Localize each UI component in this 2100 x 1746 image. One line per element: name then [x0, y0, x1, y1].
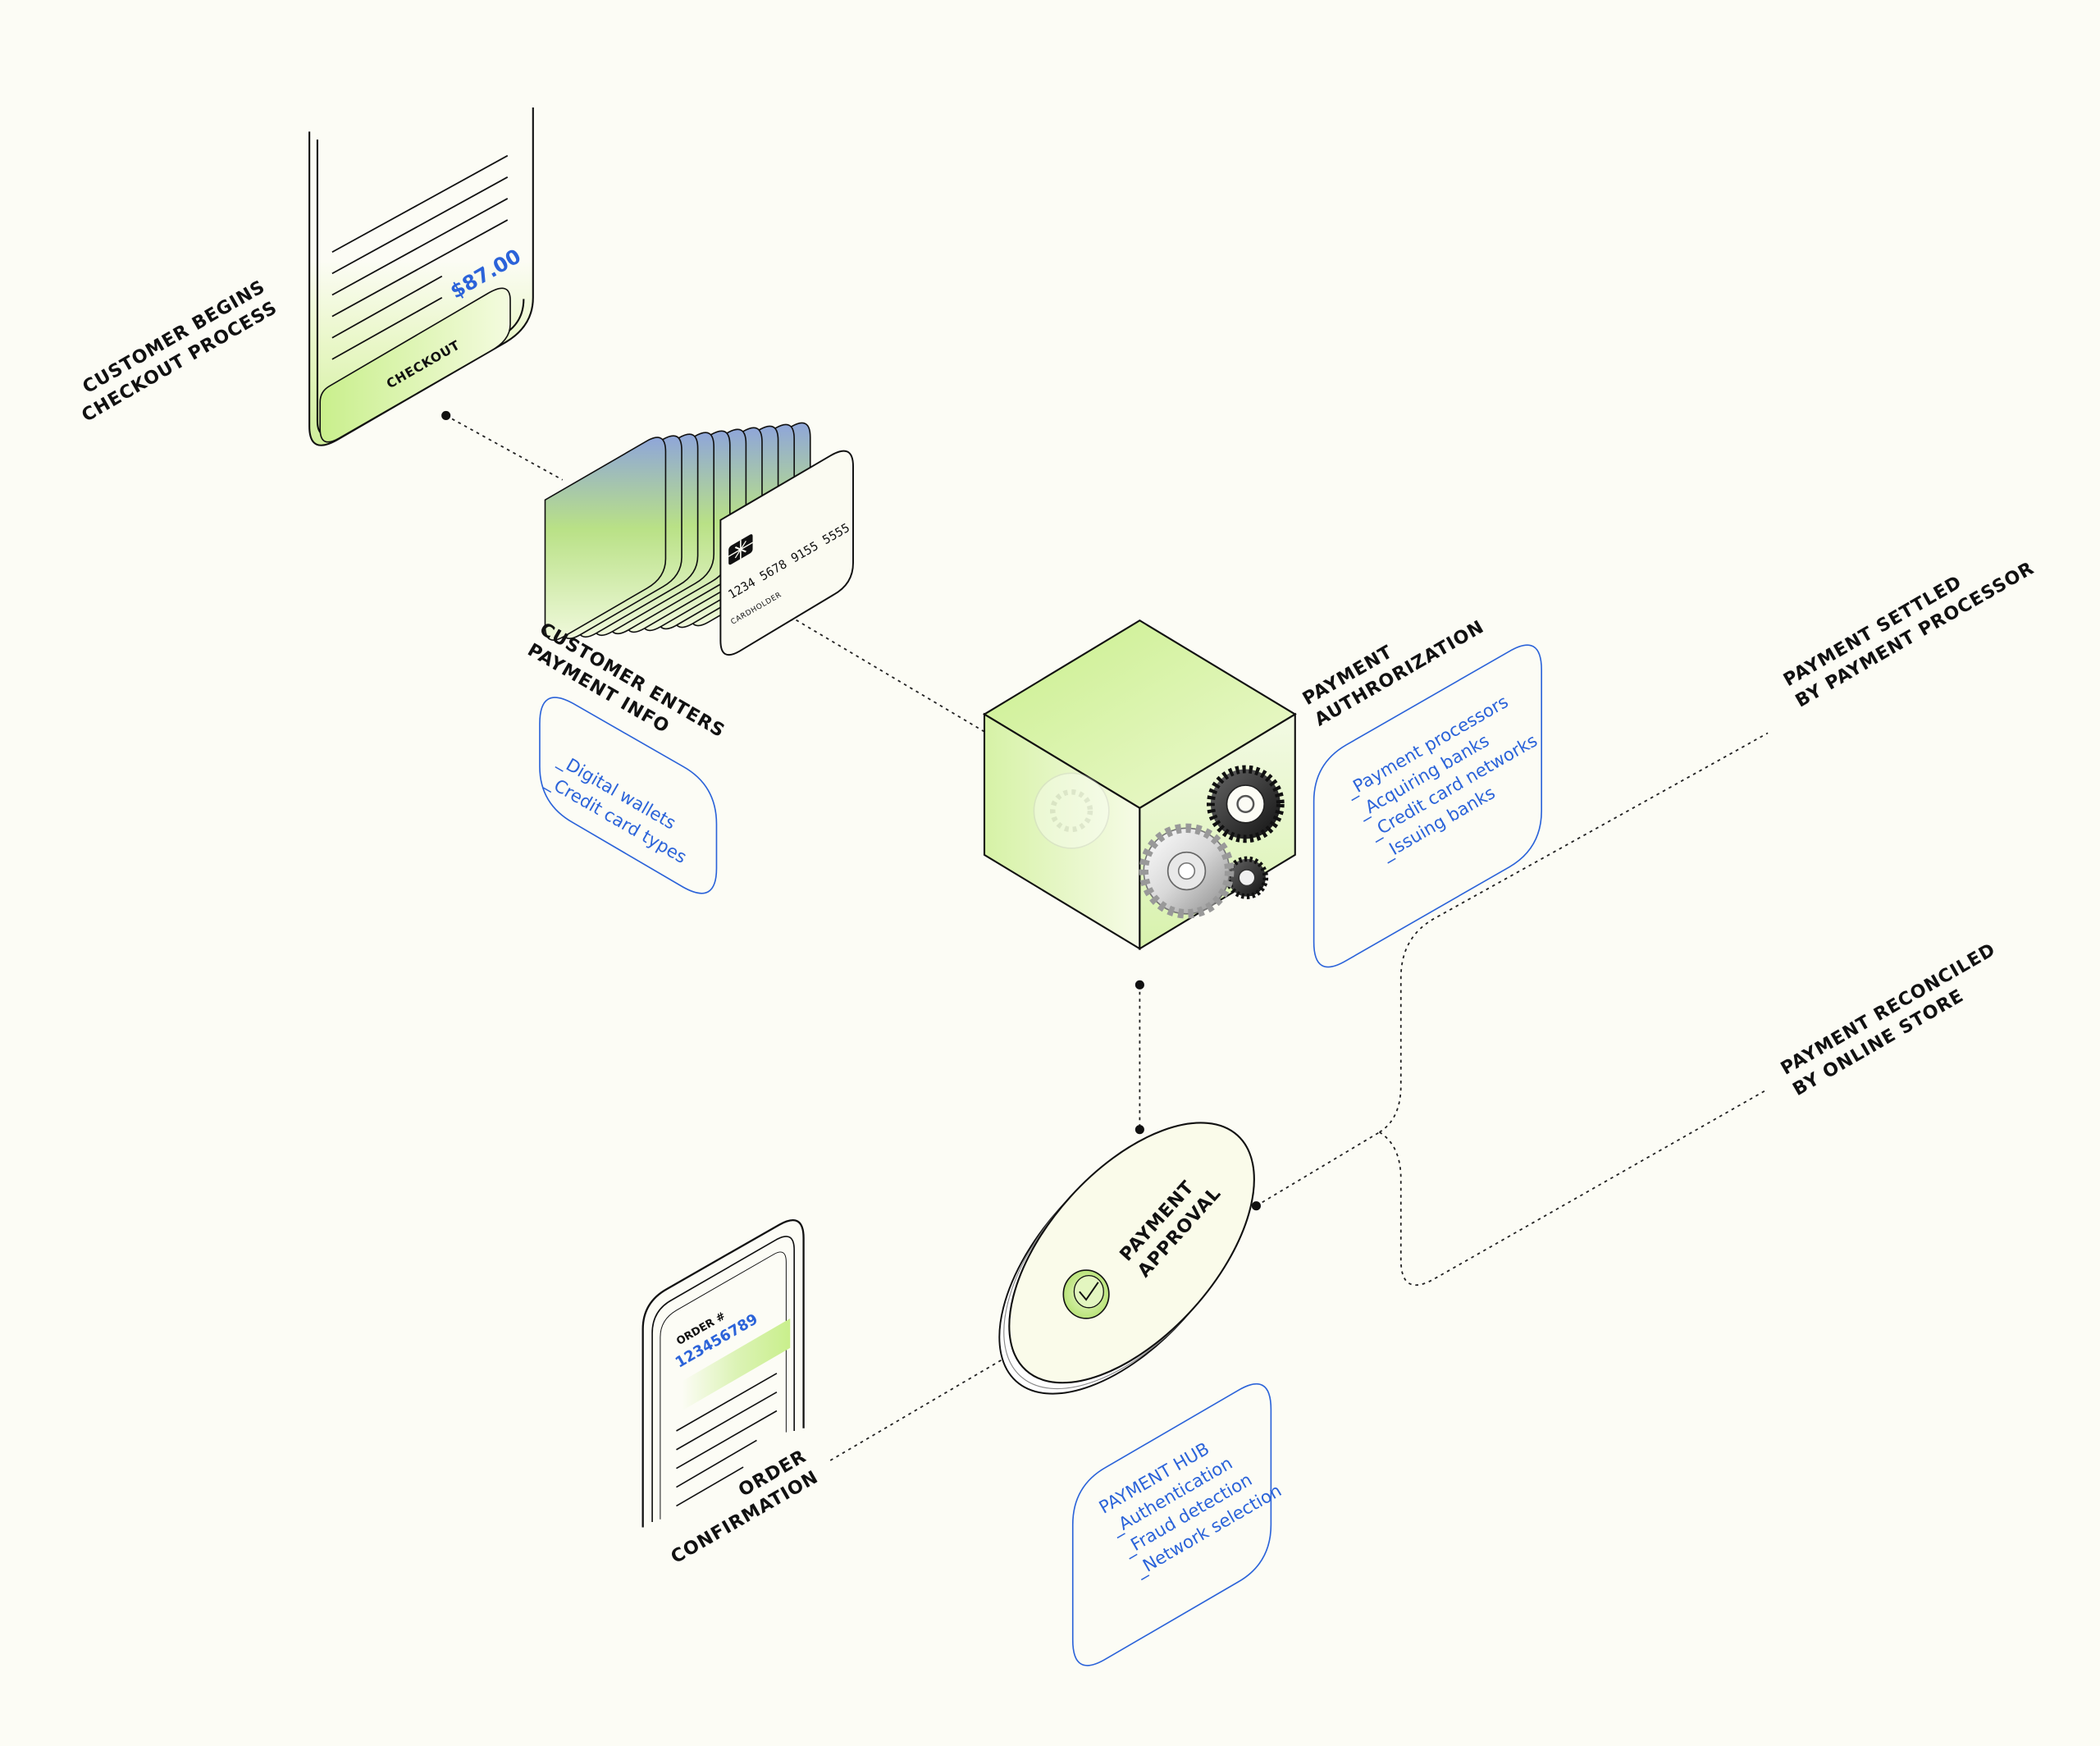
- approval-box: PAYMENT HUB _Authentication _Fraud detec…: [1071, 1383, 1285, 1666]
- settled-label: PAYMENT SETTLED BY PAYMENT PROCESSOR: [1780, 558, 2038, 711]
- card-chip-icon: [728, 534, 753, 565]
- authorization-cube: [982, 619, 1297, 951]
- gears-icon: [1033, 765, 1285, 919]
- authorization-label: PAYMENT AUTHRORIZATION: [1299, 617, 1488, 731]
- credit-card-front: 1234 5678 9155 5555 CARDHOLDER: [719, 450, 854, 656]
- checkmark-icon: [1062, 1269, 1110, 1319]
- order-phone: ORDER # 123456789: [641, 1219, 805, 1528]
- approval-coin: PAYMENT APPROVAL: [998, 1122, 1255, 1395]
- order-label: ORDER CONFIRMATION: [668, 1447, 822, 1569]
- payment-info-box: _Digital wallets _Credit card types: [539, 697, 718, 894]
- svg-text:BY PAYMENT PROCESSOR: BY PAYMENT PROCESSOR: [1792, 558, 2038, 711]
- checkout-button[interactable]: CHECKOUT: [319, 287, 511, 443]
- checkout-label: CUSTOMER BEGINS CHECKOUT PROCESS: [79, 277, 281, 426]
- stacked-card: [544, 436, 667, 641]
- reconciled-label: PAYMENT RECONCILED BY ONLINE STORE: [1778, 939, 1999, 1100]
- checkout-screen: $87.00 CHECKOUT: [308, 107, 534, 446]
- payment-info-label: CUSTOMER ENTERS PAYMENT INFO: [524, 619, 728, 742]
- svg-text:PAYMENT RECONCILED: PAYMENT RECONCILED: [1778, 939, 1999, 1080]
